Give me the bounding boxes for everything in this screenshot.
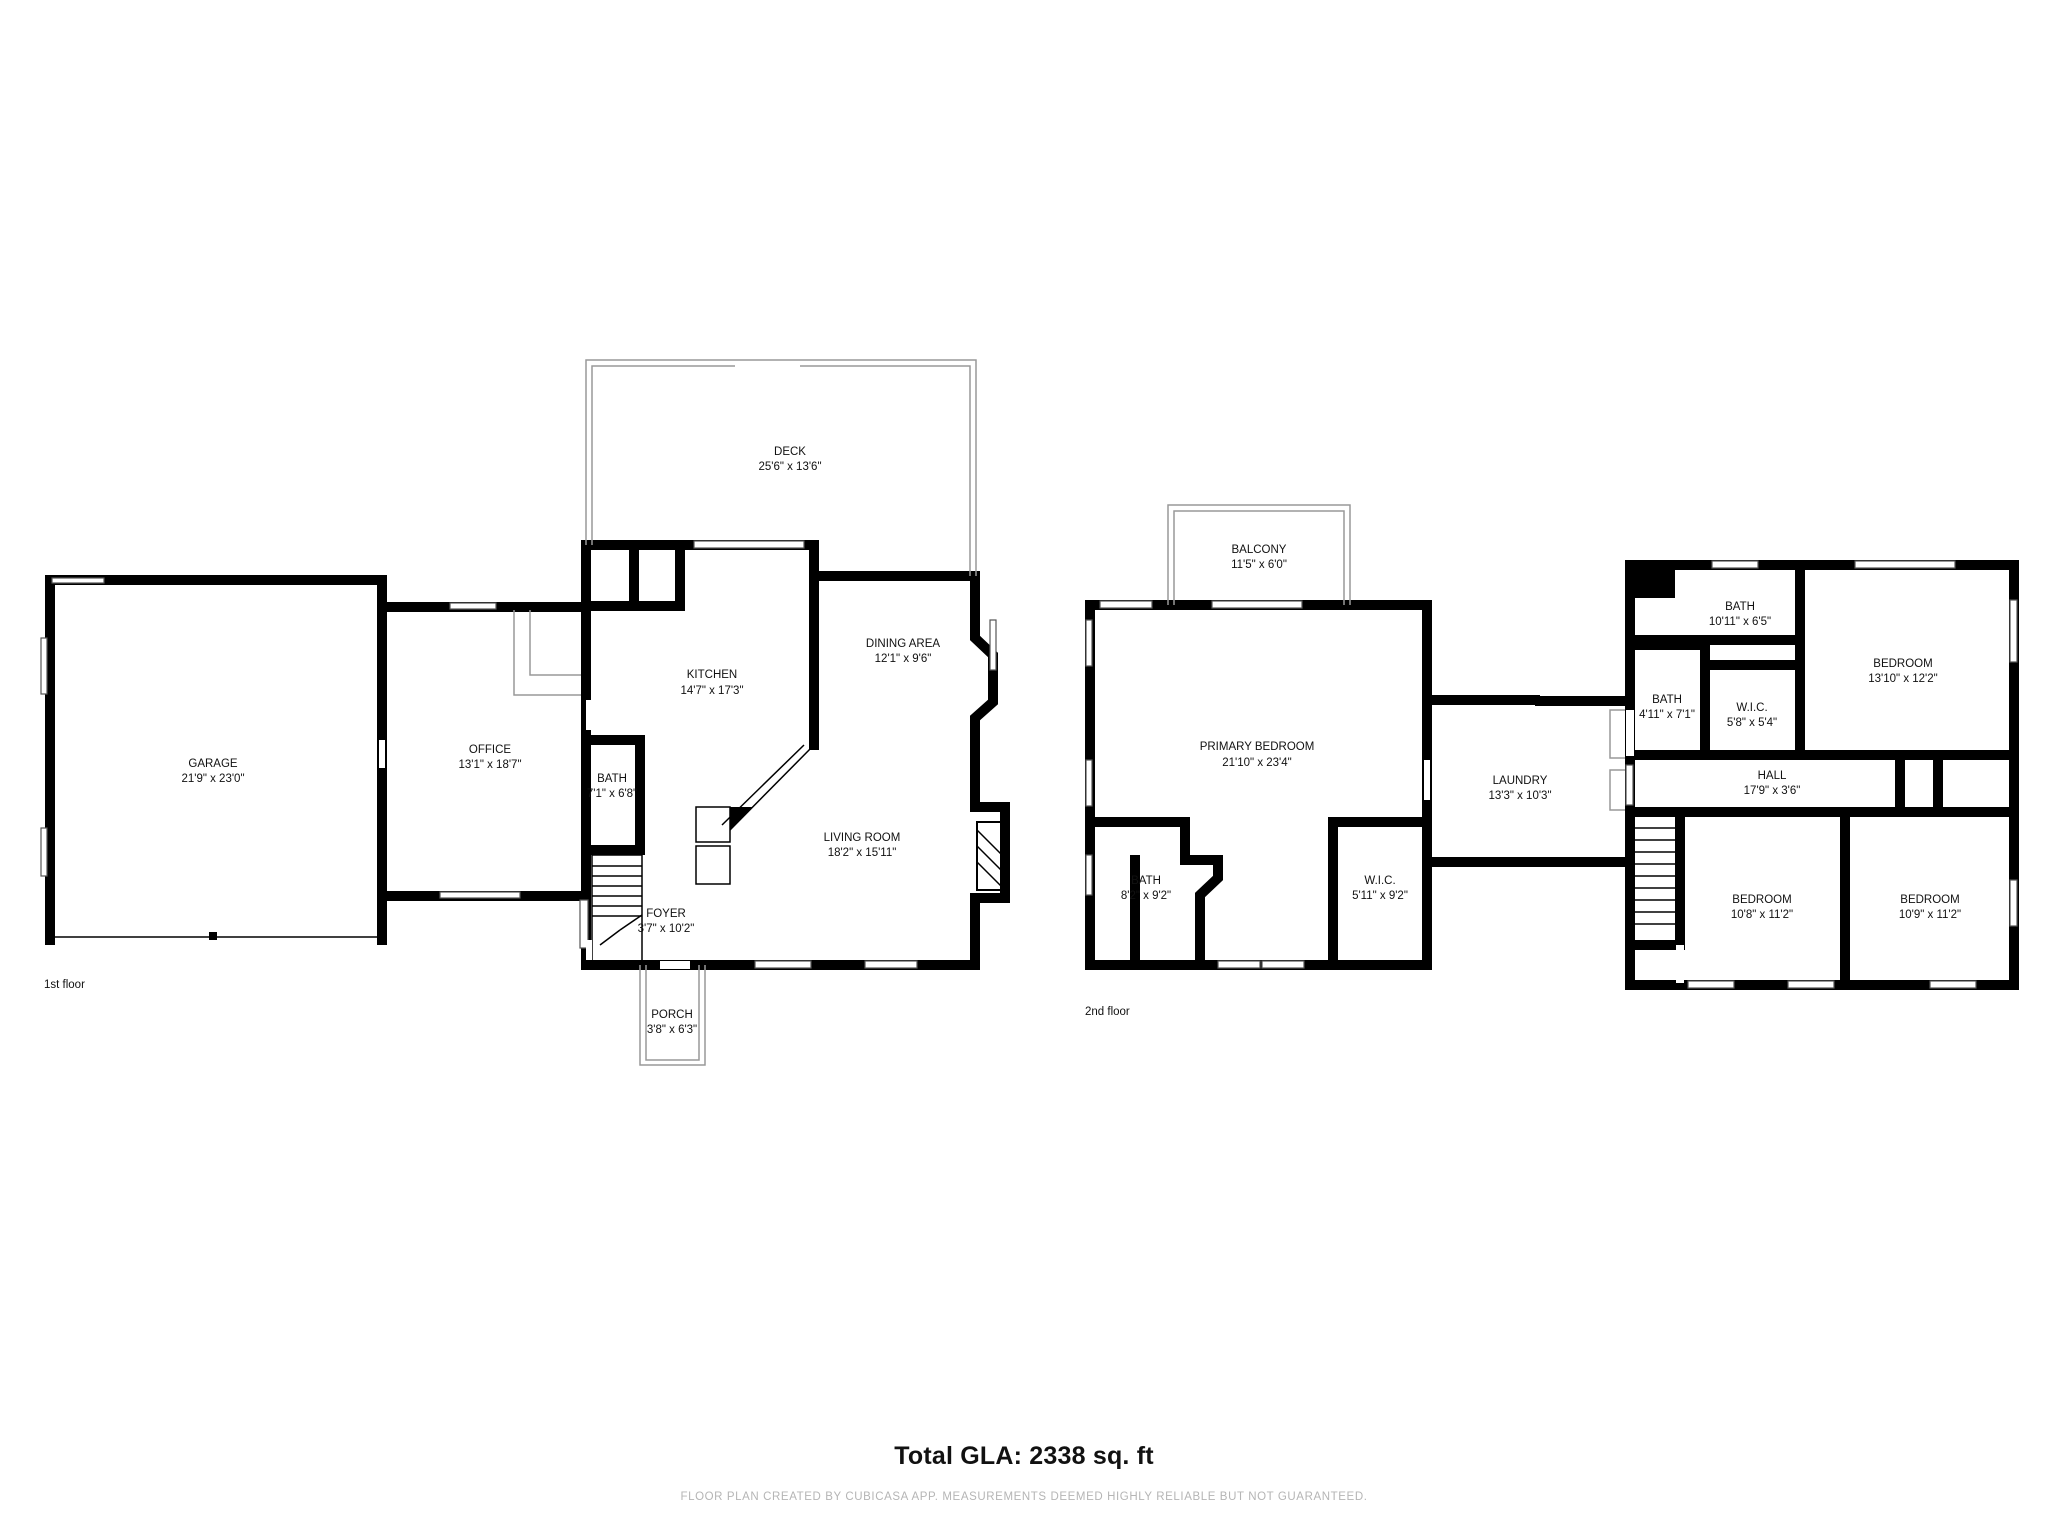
room-name: KITCHEN	[687, 669, 737, 681]
room-name: HALL	[1758, 770, 1787, 782]
room-dims: 13'10" x 12'2"	[1868, 673, 1937, 685]
room-dims: 13'1" x 18'7"	[458, 759, 521, 771]
room-dims: 5'11" x 9'2"	[1352, 890, 1408, 902]
room-name: DECK	[774, 446, 806, 458]
office-walls	[377, 602, 591, 901]
second-floor-stairs	[1632, 814, 1678, 944]
room-name: LIVING ROOM	[824, 832, 901, 844]
room-dims: 13'3" x 10'3"	[1488, 790, 1551, 802]
east-wing-walls	[1625, 560, 2019, 990]
room-name: GARAGE	[188, 758, 238, 770]
room-dims: 8'2" x 9'2"	[1121, 890, 1171, 902]
room-name: BEDROOM	[1900, 894, 1959, 906]
floor-label: 1st floor	[44, 979, 85, 991]
room-dims: 3'8" x 6'3"	[647, 1024, 697, 1036]
room-name: FOYER	[646, 908, 686, 920]
room-dims: 4'11" x 7'1"	[1639, 709, 1695, 721]
room-name: PORCH	[651, 1009, 693, 1021]
room-name: PRIMARY BEDROOM	[1200, 741, 1315, 753]
room-dims: 7'1" x 6'8"	[587, 788, 637, 800]
room-dims: 17'9" x 3'6"	[1744, 785, 1801, 797]
garage-walls	[40, 575, 387, 945]
room-dims: 5'8" x 5'4"	[1727, 717, 1777, 729]
room-dims: 11'5" x 6'0"	[1231, 559, 1287, 571]
primary-suite-walls	[1085, 600, 1432, 970]
room-name: BALCONY	[1232, 544, 1287, 556]
room-dims: 12'1" x 9'6"	[875, 653, 932, 665]
room-name: BEDROOM	[1732, 894, 1791, 906]
porch-outline	[639, 965, 706, 1066]
room-dims: 10'11" x 6'5"	[1709, 616, 1771, 628]
room-dims: 21'9" x 23'0"	[181, 773, 244, 785]
first-floor-stairs	[591, 854, 643, 962]
first-floor-plan: GARAGE 21'9" x 23'0" OFFICE 13'1" x 18'7…	[40, 359, 1010, 1066]
room-name: BATH	[597, 773, 627, 785]
balcony-outline	[1167, 504, 1351, 605]
main-house-walls	[579, 540, 1010, 970]
total-gla-label: Total GLA: 2338 sq. ft	[894, 1442, 1154, 1470]
room-name: DINING AREA	[866, 638, 940, 650]
second-floor-plan: BALCONY 11'5" x 6'0" PRIMARY BEDROOM 21'…	[1085, 504, 2019, 1018]
room-dims: 10'9" x 11'2"	[1899, 909, 1961, 921]
room-dims: 3'7" x 10'2"	[638, 923, 695, 935]
room-name: W.I.C.	[1364, 875, 1395, 887]
room-dims: 10'8" x 11'2"	[1731, 909, 1793, 921]
room-name: BEDROOM	[1873, 658, 1932, 670]
deck-outline	[585, 359, 977, 576]
room-name: BATH	[1131, 875, 1161, 887]
room-name: LAUNDRY	[1493, 775, 1548, 787]
room-dims: 21'10" x 23'4"	[1222, 757, 1291, 769]
room-name: OFFICE	[469, 744, 511, 756]
room-name: BATH	[1725, 601, 1755, 613]
room-dims: 18'2" x 15'11"	[828, 847, 897, 859]
room-dims: 25'6" x 13'6"	[758, 461, 821, 473]
floor-label: 2nd floor	[1085, 1006, 1130, 1018]
disclaimer-footer: FLOOR PLAN CREATED BY CUBICASA APP. MEAS…	[680, 1491, 1368, 1503]
room-name: BATH	[1652, 694, 1682, 706]
room-dims: 14'7" x 17'3"	[680, 685, 743, 697]
room-name: W.I.C.	[1736, 702, 1767, 714]
